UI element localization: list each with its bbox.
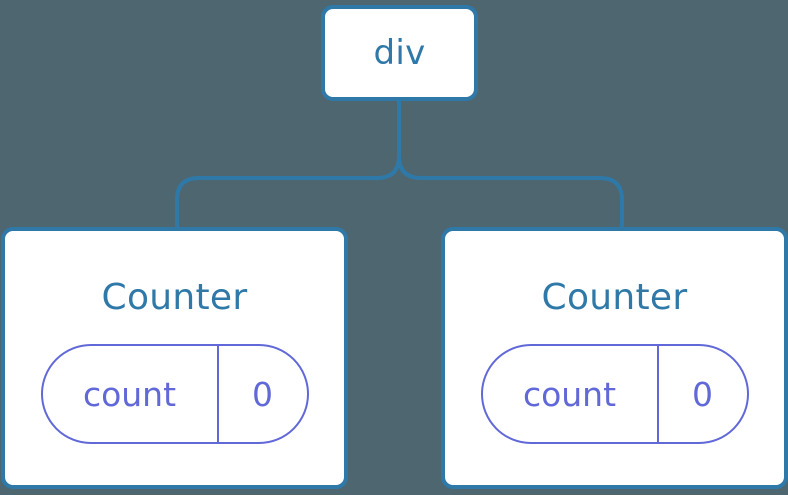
state-value-right: 0 xyxy=(692,374,713,414)
node-counter-left[interactable]: Counter count 0 xyxy=(1,227,348,489)
state-pill-left[interactable]: count 0 xyxy=(40,344,309,444)
node-counter-right[interactable]: Counter count 0 xyxy=(441,227,788,489)
node-counter-right-label: Counter xyxy=(541,277,688,318)
state-value-left: 0 xyxy=(252,374,273,414)
state-key-left: count xyxy=(43,346,219,442)
state-key-right: count xyxy=(483,346,659,442)
connector-branch-left xyxy=(175,155,401,227)
node-counter-left-label: Counter xyxy=(101,277,248,318)
state-pill-right[interactable]: count 0 xyxy=(480,344,749,444)
node-div-label: div xyxy=(373,33,426,73)
connector-branch-right xyxy=(397,155,624,227)
node-div[interactable]: div xyxy=(321,5,478,101)
